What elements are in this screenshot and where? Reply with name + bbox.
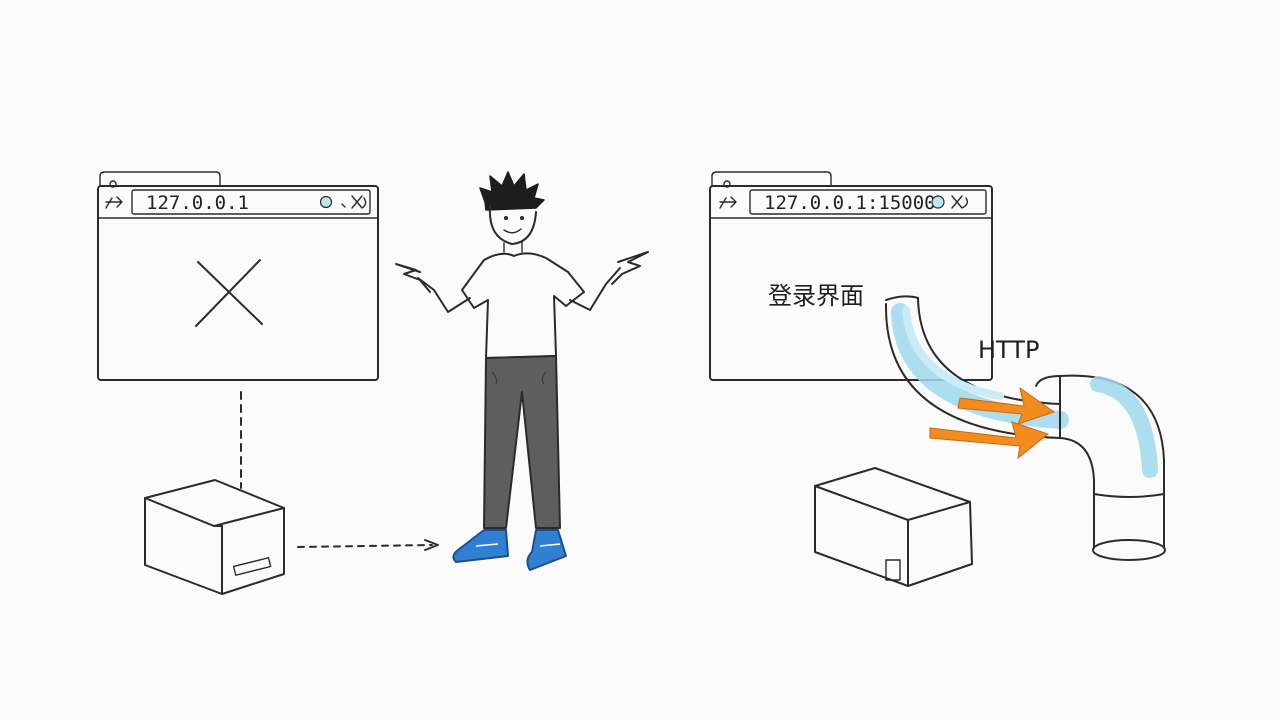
person-head [488, 205, 537, 245]
error-x-icon [195, 259, 263, 327]
left-browser-frame [97, 185, 379, 381]
right-address-bar[interactable] [749, 189, 987, 215]
person-eye-left [504, 216, 508, 220]
person-right-arm [569, 267, 621, 311]
http-label: HTTP [978, 336, 1039, 364]
right-server-box [814, 467, 973, 587]
right-url-text: 127.0.0.1:15000 [764, 192, 936, 214]
left-browser-back-forward-icon [105, 196, 123, 209]
person-left-hand [395, 263, 431, 293]
left-browser-tab [99, 171, 221, 187]
person-right-hand [611, 251, 649, 285]
person-hair [479, 171, 545, 211]
right-server-side [907, 501, 973, 587]
person-eye-right [520, 216, 524, 220]
right-browser-tab [711, 171, 832, 187]
right-browser-dot-icon [723, 180, 731, 188]
left-server-box [144, 479, 285, 595]
left-server-top [144, 479, 285, 527]
right-server-top [814, 467, 971, 521]
pipe-elbow-blue [1090, 376, 1158, 478]
http-arrow-lower-icon [929, 421, 1050, 460]
person-shirt [461, 252, 585, 359]
left-browser-window: 127.0.0.1 [97, 171, 379, 381]
right-server-front [814, 485, 909, 587]
left-browser-dot-icon [109, 180, 117, 188]
pipe-bottom-opening [1092, 539, 1166, 561]
pipe-elbow-inner [1059, 437, 1095, 549]
person-shoe-laces [475, 543, 561, 547]
right-browser-frame [709, 185, 993, 381]
login-page-label: 登录界面 [768, 282, 864, 310]
right-server-port-icon [885, 559, 901, 581]
right-browser-back-forward-icon [719, 196, 737, 209]
http-arrow-upper-icon [957, 386, 1056, 425]
server-to-person-arrow [297, 539, 439, 551]
right-browser-window: 127.0.0.1:15000 登录界面 [709, 171, 993, 381]
left-address-bar[interactable] [131, 189, 371, 215]
person-shoe-right [526, 529, 567, 571]
left-url-text: 127.0.0.1 [146, 192, 249, 214]
person-neck [503, 241, 523, 253]
person-pants-pockets [491, 371, 547, 385]
person-smile [503, 228, 522, 234]
left-search-icon [319, 195, 333, 209]
person-left-arm [417, 277, 471, 313]
right-search-icon [931, 195, 945, 209]
person-pants [483, 355, 561, 529]
right-close-icon [951, 195, 969, 209]
pipe-collar-line [1093, 493, 1165, 498]
left-server-front [144, 497, 223, 595]
person-figure [395, 171, 649, 571]
left-dot-icon [341, 203, 346, 208]
pipe-mouth [885, 295, 919, 301]
left-close-icon [351, 195, 367, 209]
pipe-elbow-outer [1059, 374, 1165, 549]
left-server-side [221, 507, 285, 595]
http-pipe: HTTP [884, 295, 1166, 561]
left-server-slot-icon [232, 557, 272, 576]
pipe-flow-highlight [902, 306, 1004, 400]
pipe-joint-top [1035, 375, 1061, 387]
